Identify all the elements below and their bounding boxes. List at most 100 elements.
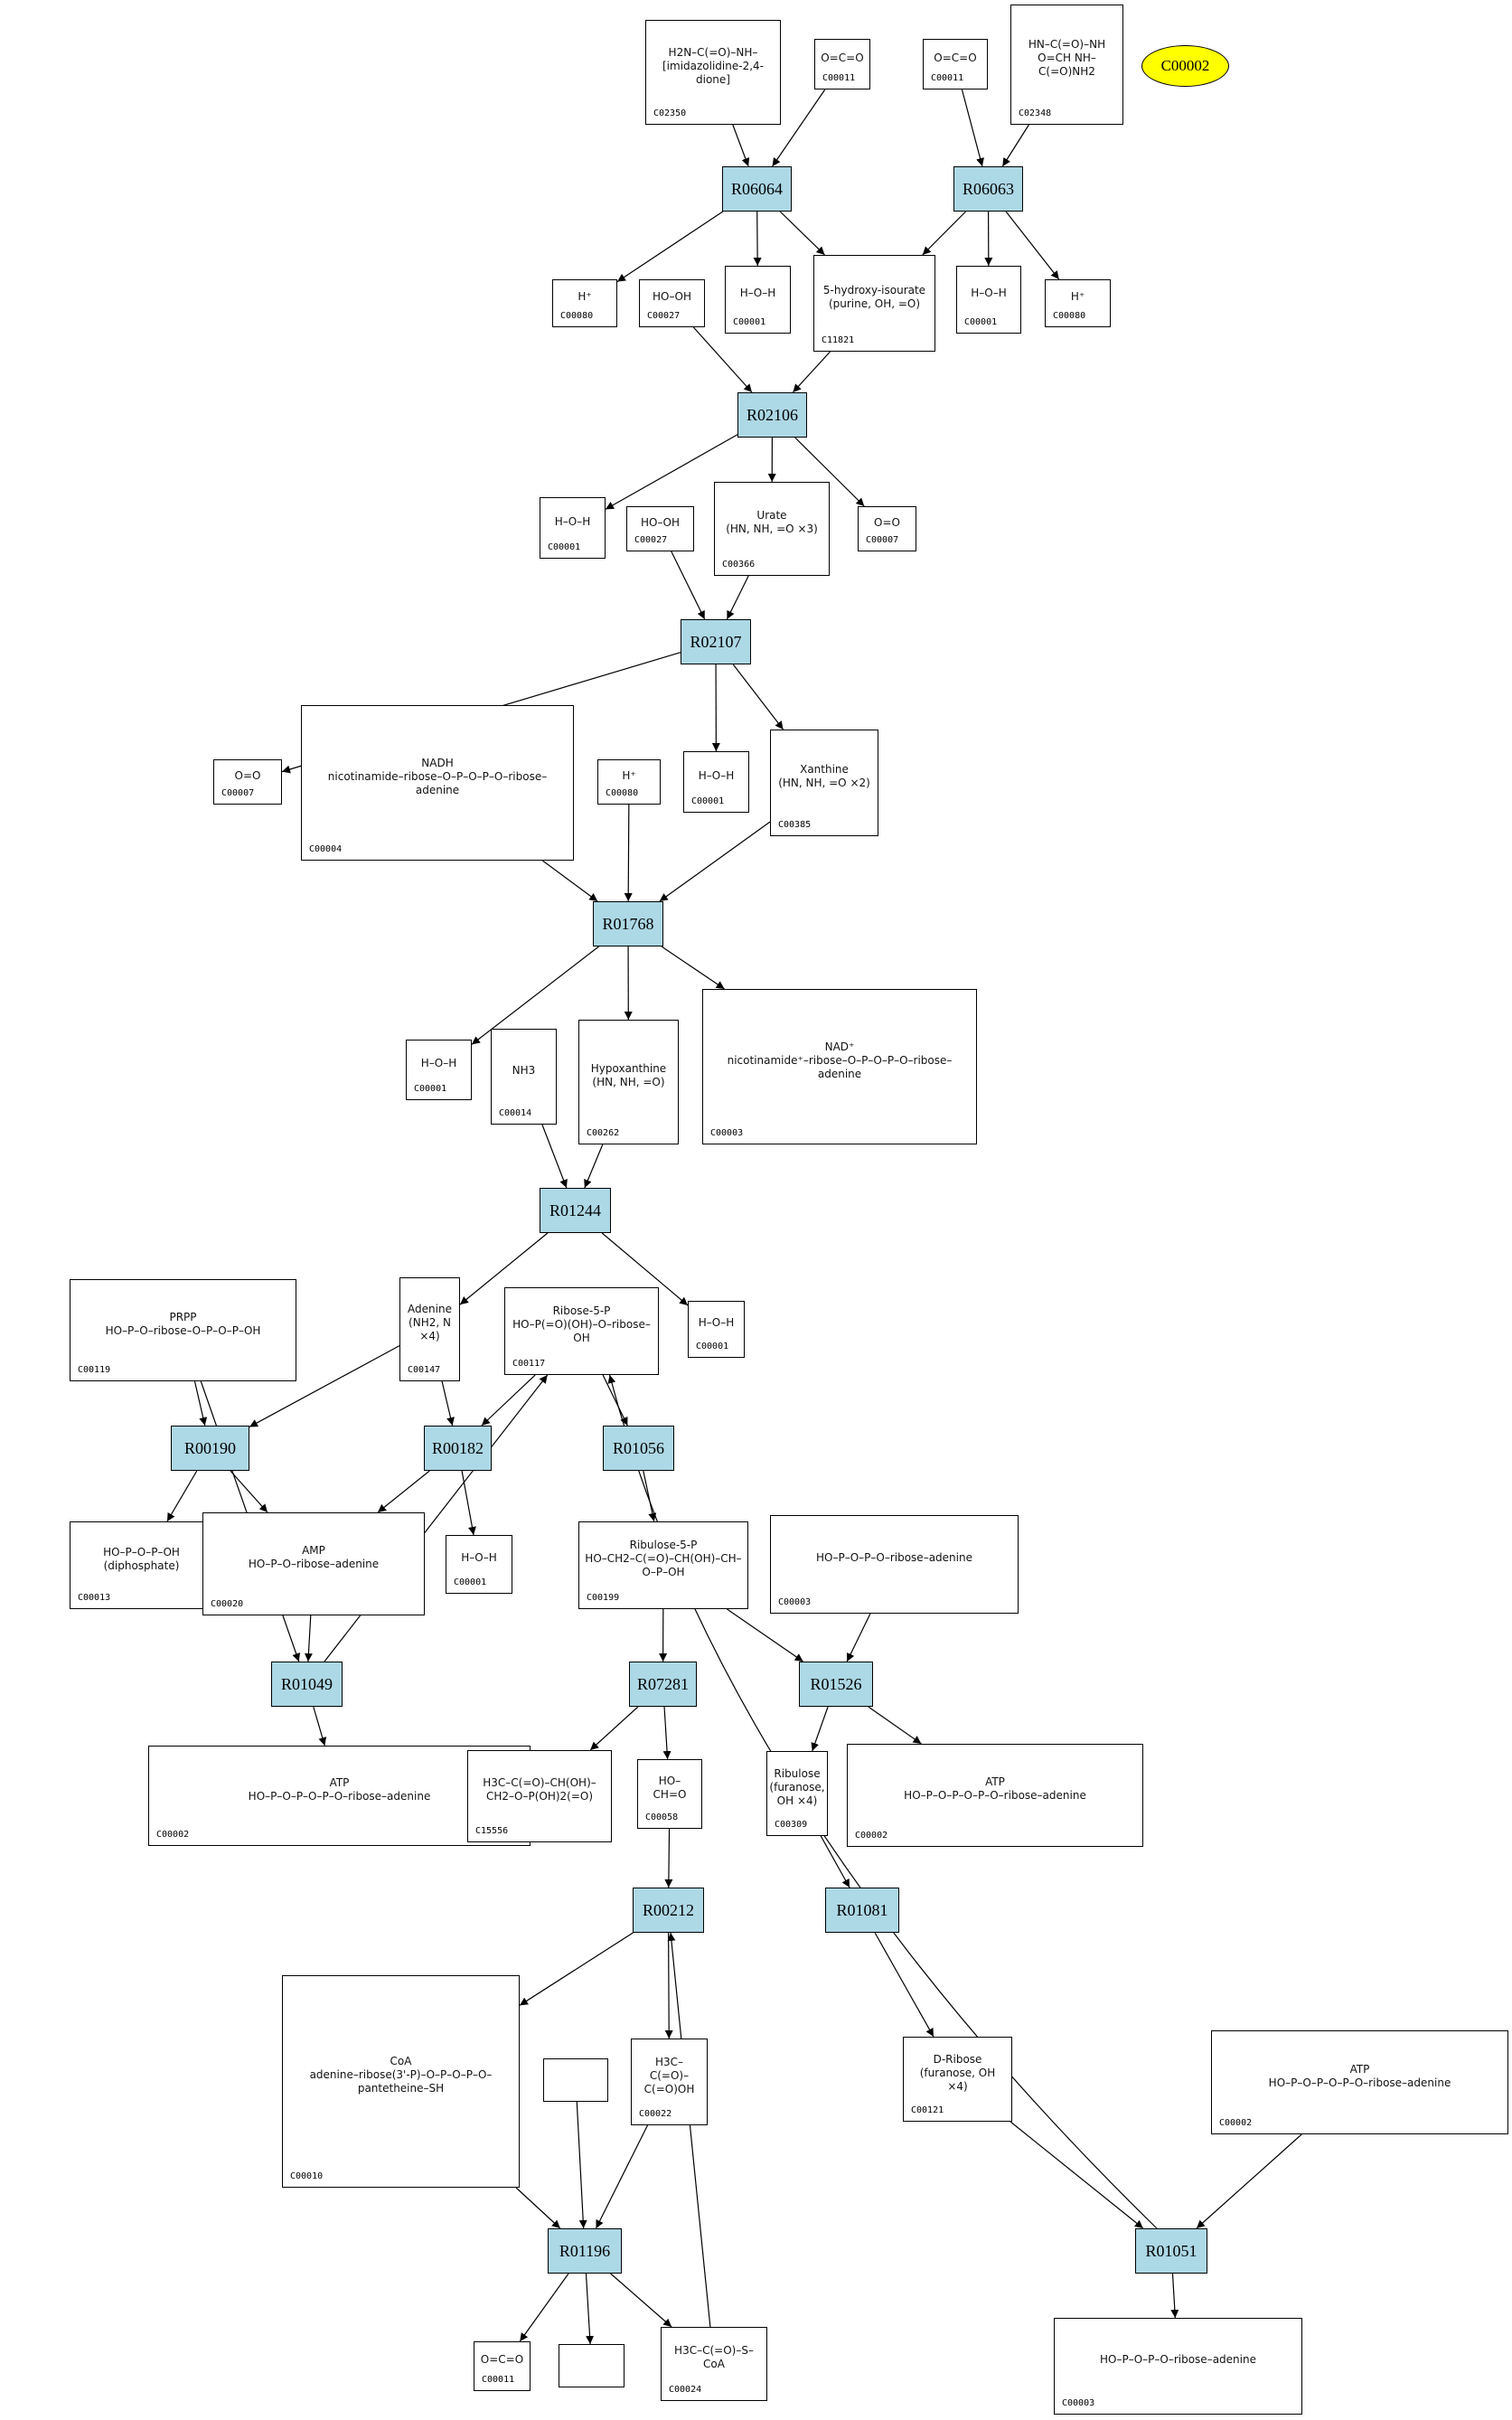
highlighted-compound-ellipse[interactable]: C00002 xyxy=(1141,45,1229,87)
compound-node[interactable]: HO–P–O–P–OH (diphosphate)C00013 xyxy=(70,1521,213,1609)
empty-compound-node[interactable] xyxy=(543,2058,608,2102)
compound-node[interactable]: H⁺C00080 xyxy=(597,759,661,805)
edge-arrow xyxy=(727,1608,804,1662)
reaction-node[interactable]: R01526 xyxy=(799,1662,873,1707)
edge-arrow xyxy=(602,1374,628,1427)
reaction-node[interactable]: R02107 xyxy=(681,619,751,664)
edge-arrow xyxy=(459,1232,549,1305)
compound-id: C02350 xyxy=(653,108,687,118)
edge-arrow xyxy=(585,2273,595,2345)
structure-drawing: O=O xyxy=(234,768,261,782)
edge-arrow xyxy=(1196,2133,1302,2229)
reaction-node[interactable]: R01244 xyxy=(540,1188,611,1233)
reaction-node[interactable]: R01081 xyxy=(825,1888,899,1933)
compound-id: C00022 xyxy=(639,2109,672,2119)
compound-node[interactable]: 5-hydroxy-isourate (purine, OH, =O) C1182… xyxy=(813,255,935,352)
compound-node[interactable]: H2N–C(=O)–NH–[imidazolidine-2,4-dione]C0… xyxy=(645,20,781,125)
edge-arrow xyxy=(193,1380,208,1427)
compound-id: C00001 xyxy=(548,542,581,552)
empty-compound-node[interactable] xyxy=(559,2344,625,2387)
edge-arrow xyxy=(584,1144,604,1189)
compound-node[interactable]: NAD⁺ nicotinamide⁺–ribose–O–P–O–P–O–ribo… xyxy=(702,989,977,1144)
reaction-node[interactable]: R06064 xyxy=(722,166,792,212)
edge-arrow xyxy=(961,89,984,167)
structure-drawing: HO–P–O–P–O–ribose–adenine xyxy=(816,1551,972,1564)
structure-drawing: H–O–H xyxy=(420,1057,457,1069)
reaction-node[interactable]: R00190 xyxy=(171,1426,249,1471)
compound-node[interactable]: NADH nicotinamide–ribose–O–P–O–P–O–ribos… xyxy=(301,705,574,861)
edge-arrow xyxy=(519,1932,634,2006)
reaction-node[interactable]: R00182 xyxy=(424,1426,492,1471)
structure-drawing: ATP HO–P–O–P–O–P–O–ribose–adenine xyxy=(1268,2062,1451,2089)
reaction-node[interactable]: R07281 xyxy=(629,1662,697,1707)
edge-arrow xyxy=(820,1835,850,1888)
compound-node[interactable]: Ribulose-5-P HO–CH2–C(=O)–CH(OH)–CH–O–P–… xyxy=(578,1521,748,1609)
compound-id: C00002 xyxy=(156,1830,190,1840)
compound-node[interactable]: Adenine (NH2, N ×4)C00147 xyxy=(399,1277,460,1381)
compound-node[interactable]: H3C–C(=O)–C(=O)OH C00022 xyxy=(631,2039,708,2125)
compound-id: C00027 xyxy=(647,311,681,321)
reaction-node[interactable]: R01051 xyxy=(1135,2228,1207,2274)
compound-id: C00058 xyxy=(645,1813,679,1822)
compound-node[interactable]: HO–CH=O C00058 xyxy=(637,1759,702,1829)
edge-arrow xyxy=(1010,2121,1144,2229)
compound-id: C02348 xyxy=(1019,108,1052,118)
reaction-node[interactable]: R01056 xyxy=(603,1426,674,1471)
reaction-node[interactable]: R00212 xyxy=(633,1888,704,1933)
reaction-node[interactable]: R01768 xyxy=(593,901,663,946)
compound-id: C00011 xyxy=(482,2375,515,2385)
structure-drawing: H3C–C(=O)–C(=O)OH xyxy=(643,2055,695,2095)
compound-node[interactable]: Urate (HN, NH, =O ×3)C00366 xyxy=(714,482,830,576)
compound-node[interactable]: H–O–H C00001 xyxy=(406,1040,472,1100)
reaction-node[interactable]: R02106 xyxy=(737,392,807,438)
compound-node[interactable]: CoA adenine–ribose(3'-P)–O–P–O–P–O–pante… xyxy=(282,1975,520,2188)
edge-arrow xyxy=(624,804,633,902)
edge-arrow xyxy=(772,89,826,167)
edge-arrow xyxy=(1005,211,1060,280)
compound-node[interactable]: H3C–C(=O)–CH(OH)–CH2–O–P(OH)2(=O)C15556 xyxy=(467,1750,612,1842)
reaction-node[interactable]: R01049 xyxy=(271,1662,343,1707)
compound-node[interactable]: Hypoxanthine (HN, NH, =O)C00262 xyxy=(578,1020,679,1144)
compound-id: C00001 xyxy=(414,1084,447,1094)
compound-node[interactable]: Ribulose (furanose, OH ×4)C00309 xyxy=(766,1751,828,1836)
reaction-node[interactable]: R01196 xyxy=(548,2228,622,2274)
compound-id: C11821 xyxy=(822,335,855,345)
compound-node[interactable]: Xanthine (HN, NH, =O ×2)C00385 xyxy=(770,730,878,836)
compound-id: C00011 xyxy=(822,73,856,83)
reaction-node[interactable]: R06063 xyxy=(953,166,1023,212)
compound-id: C00001 xyxy=(733,317,766,327)
structure-drawing: 5-hydroxy-isourate (purine, OH, =O) xyxy=(822,283,926,310)
compound-node[interactable]: H⁺C00080 xyxy=(1045,279,1111,327)
edge-arrow xyxy=(166,1470,198,1522)
structure-drawing: HO–CH=O xyxy=(653,1774,687,1801)
edge-arrow xyxy=(601,1232,689,1306)
structure-drawing: H–O–H xyxy=(971,287,1007,299)
compound-id: C00003 xyxy=(710,1128,744,1138)
compound-id: C00011 xyxy=(931,73,964,83)
compound-node[interactable]: D-Ribose (furanose, OH ×4)C00121 xyxy=(903,2037,1012,2122)
compound-node[interactable]: H⁺C00080 xyxy=(552,279,617,327)
